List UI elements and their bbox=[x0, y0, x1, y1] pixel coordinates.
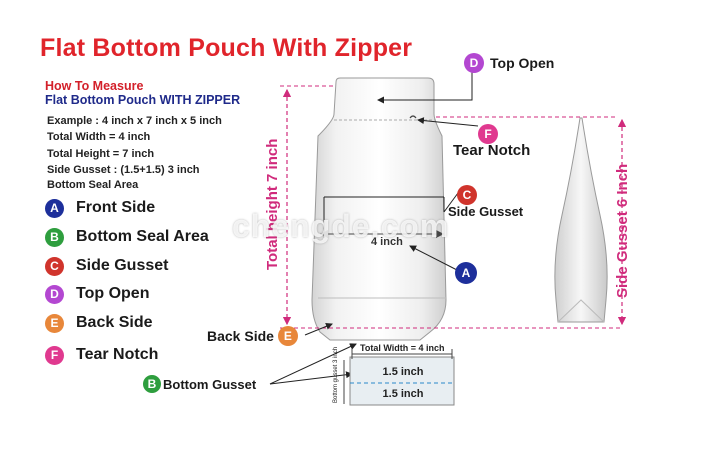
legend-label: Front Side bbox=[76, 199, 156, 216]
callout-label: Back Side bbox=[207, 328, 274, 344]
badge-d: D bbox=[464, 53, 484, 73]
spec-example: Example : 4 inch x 7 inch x 5 inch bbox=[47, 115, 222, 127]
legend-label: Back Side bbox=[76, 314, 153, 331]
bottom-gusset-leader-2 bbox=[269, 371, 353, 385]
tear-notch-label: Tear Notch bbox=[453, 142, 531, 159]
callout-bottom-gusset: B Bottom Gusset bbox=[143, 375, 256, 393]
callout-label: Top Open bbox=[490, 55, 555, 71]
legend-item-top-open: D Top Open bbox=[45, 283, 149, 305]
callout-top-open: D Top Open bbox=[464, 53, 554, 73]
callout-back-side: Back Side E bbox=[207, 326, 298, 346]
side-gusset-fold bbox=[557, 299, 605, 323]
page-title: Flat Bottom Pouch With Zipper bbox=[40, 34, 413, 62]
legend-label: Bottom Seal Area bbox=[76, 228, 209, 245]
callout-front-side: A bbox=[455, 262, 477, 284]
legend-label: Tear Notch bbox=[76, 346, 159, 363]
callout-tear-notch: F bbox=[478, 124, 498, 144]
side-gusset-label: Side Gusset bbox=[448, 204, 524, 219]
legend-item-front-side: A Front Side bbox=[45, 197, 155, 219]
legend-badge-d: D bbox=[45, 284, 64, 304]
side-gusset-leader bbox=[443, 192, 459, 213]
legend-item-tear-notch: F Tear Notch bbox=[45, 344, 158, 366]
tear-notch-mark bbox=[409, 115, 417, 119]
legend-item-back-side: E Back Side bbox=[45, 312, 152, 334]
badge-b: B bbox=[143, 375, 161, 393]
width-label: 4 inch bbox=[371, 236, 403, 248]
pouch-front-shape bbox=[311, 77, 447, 341]
pouch-side-shape bbox=[554, 117, 608, 323]
top-open-leader bbox=[377, 63, 473, 104]
legend-badge-a: A bbox=[45, 198, 64, 218]
bottom-gusset-leader bbox=[269, 343, 357, 385]
side-gusset-dimension-label: Side Gusset 6 Inch bbox=[614, 163, 631, 298]
legend-badge-e: E bbox=[45, 313, 64, 333]
legend-item-bottom-seal: B Bottom Seal Area bbox=[45, 226, 209, 248]
total-height-label: Total height 7 inch bbox=[264, 138, 281, 270]
badge-c: C bbox=[457, 185, 477, 205]
gusset-half-2: 1.5 inch bbox=[382, 388, 424, 400]
back-side-leader bbox=[304, 323, 333, 336]
front-side-leader bbox=[409, 245, 458, 271]
spec-side-gusset: Side Gusset : (1.5+1.5) 3 inch bbox=[47, 164, 200, 176]
badge-e: E bbox=[277, 326, 298, 346]
bottom-gusset-frame bbox=[349, 356, 455, 406]
legend-label: Top Open bbox=[76, 285, 150, 302]
legend-label: Side Gusset bbox=[76, 257, 169, 274]
bottom-total-width-label: Total Width = 4 inch bbox=[360, 343, 445, 353]
how-to-subheading: Flat Bottom Pouch WITH ZIPPER bbox=[45, 93, 241, 107]
spec-bottom-seal: Bottom Seal Area bbox=[47, 179, 139, 191]
callout-label: Bottom Gusset bbox=[163, 376, 257, 392]
tear-notch-leader bbox=[417, 117, 479, 127]
bottom-gusset-vertical-label: Bottom gusset 3 inch bbox=[333, 346, 339, 403]
badge-a: A bbox=[455, 262, 477, 284]
badge-f: F bbox=[478, 124, 498, 144]
width-arrow-right bbox=[436, 230, 444, 238]
legend-badge-c: C bbox=[45, 256, 64, 276]
how-to-heading: How To Measure bbox=[45, 79, 144, 93]
gusset-half-1: 1.5 inch bbox=[382, 366, 424, 378]
legend-item-side-gusset: C Side Gusset bbox=[45, 255, 168, 277]
spec-total-width: Total Width = 4 inch bbox=[47, 131, 151, 143]
legend-badge-b: B bbox=[45, 227, 64, 247]
legend-badge-f: F bbox=[45, 345, 64, 365]
watermark: chengde.com bbox=[232, 208, 450, 244]
spec-total-height: Total Height = 7 inch bbox=[47, 148, 155, 160]
callout-side-gusset: C bbox=[457, 185, 477, 205]
